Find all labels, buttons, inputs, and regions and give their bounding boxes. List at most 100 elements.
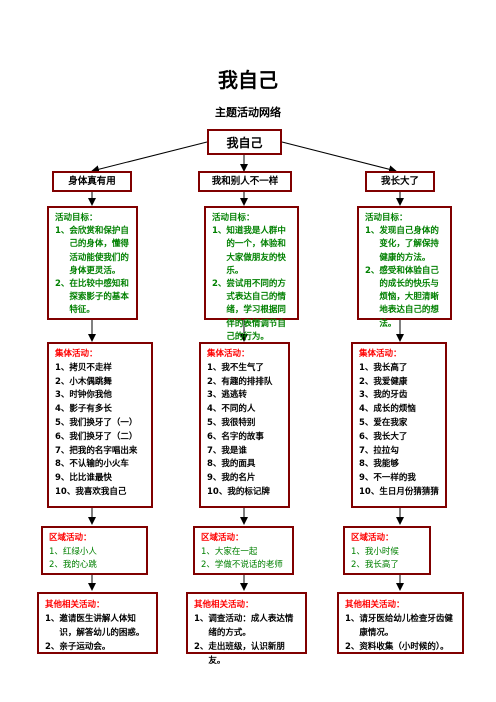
item-text: 我的面具 bbox=[221, 459, 256, 470]
item-number: 6、 bbox=[207, 431, 222, 442]
item-text: 逃逃转 bbox=[221, 390, 247, 401]
item-number: 5、 bbox=[55, 417, 70, 428]
other-activities-box-3: 其他相关活动： 1、请牙医给幼儿检查牙齿健康情况。2、资料收集（小时候的）。 bbox=[337, 592, 464, 654]
item-text: 我长大了 bbox=[373, 431, 408, 442]
list-item: 8、不认输的小火车 bbox=[55, 458, 145, 472]
goals-box-3: 活动目标： 1、发现自己身体的变化，了解保持健康的方法。2、感受和体验自己的成长… bbox=[357, 206, 452, 329]
item-number: 9、 bbox=[55, 473, 70, 484]
item-text: 在比较中感知和探索影子的基本特征。 bbox=[69, 279, 129, 316]
item-number: 2、 bbox=[351, 560, 365, 570]
area-heading: 区域活动： bbox=[201, 533, 244, 543]
item-text: 比比谁最快 bbox=[69, 473, 112, 484]
area-heading: 区域活动： bbox=[351, 533, 394, 543]
item-text: 有趣的排排队 bbox=[221, 376, 273, 387]
item-text: 把我的名字唱出来 bbox=[69, 445, 138, 456]
item-number: 5、 bbox=[359, 417, 374, 428]
list-item: 1、我小时候 bbox=[351, 546, 423, 560]
goals-box-2: 活动目标： 1、知道我是人群中的一个，体验和大家做朋友的快乐。2、尝试用不同的方… bbox=[204, 206, 299, 342]
item-number: 7、 bbox=[359, 445, 374, 456]
item-text: 学做不说话的老师 bbox=[214, 560, 283, 570]
list-item: 2、小木偶跳舞 bbox=[55, 376, 145, 390]
goals-list: 1、知道我是人群中的一个，体验和大家做朋友的快乐。2、尝试用不同的方式表达自己的… bbox=[212, 225, 291, 344]
item-number: 2、 bbox=[49, 560, 63, 570]
goals-heading: 活动目标： bbox=[212, 213, 255, 223]
item-text: 资料收集（小时候的）。 bbox=[359, 642, 449, 652]
item-text: 影子有多长 bbox=[69, 404, 112, 415]
item-text: 爱在我家 bbox=[373, 417, 408, 428]
item-text: 我很特别 bbox=[221, 417, 256, 428]
other-heading: 其他相关活动： bbox=[45, 600, 105, 610]
item-text: 我爱健康 bbox=[373, 376, 408, 387]
item-number: 10、 bbox=[359, 486, 380, 497]
item-number: 2、 bbox=[207, 376, 222, 387]
arrow-root-to-branch-1 bbox=[91, 141, 208, 174]
list-item: 2、走出班级，认识新朋友。 bbox=[194, 640, 299, 668]
list-item: 1、发现自己身体的变化，了解保持健康的方法。 bbox=[365, 225, 444, 265]
item-text: 邀请医生讲解人体知识，解答幼儿的困惑。 bbox=[59, 614, 145, 638]
list-item: 1、请牙医给幼儿检查牙齿健康情况。 bbox=[345, 612, 456, 640]
item-number: 1、 bbox=[359, 362, 374, 373]
item-text: 我的牙齿 bbox=[373, 390, 408, 401]
item-number: 1、 bbox=[49, 546, 63, 557]
goals-heading: 活动目标： bbox=[365, 213, 408, 223]
item-number: 2、 bbox=[212, 279, 227, 290]
item-number: 7、 bbox=[207, 445, 222, 456]
item-text: 我能够 bbox=[373, 459, 399, 470]
item-text: 我不生气了 bbox=[221, 362, 264, 373]
other-activities-box-1: 其他相关活动： 1、邀请医生讲解人体知识，解答幼儿的困惑。2、亲子运动会。 bbox=[37, 592, 158, 654]
item-number: 3、 bbox=[359, 390, 374, 401]
item-text: 尝试用不同的方式表达自己的情绪，学习根据同伴的表情调节自己的行为。 bbox=[226, 279, 286, 342]
list-item: 3、我的牙齿 bbox=[359, 389, 439, 403]
list-item: 3、逃逃转 bbox=[207, 389, 282, 403]
list-item: 1、我不生气了 bbox=[207, 362, 282, 376]
item-number: 3、 bbox=[55, 390, 70, 401]
list-item: 2、在比较中感知和探索影子的基本特征。 bbox=[55, 278, 130, 318]
other-list: 1、调查活动：成人表达情绪的方式。2、走出班级，认识新朋友。 bbox=[194, 612, 299, 668]
item-text: 我的标记牌 bbox=[227, 486, 270, 497]
root-node: 我自己 bbox=[207, 129, 282, 155]
item-text: 我的名片 bbox=[221, 473, 256, 484]
item-text: 大家在一起 bbox=[214, 546, 258, 557]
list-item: 1、邀请医生讲解人体知识，解答幼儿的困惑。 bbox=[45, 612, 150, 640]
other-list: 1、请牙医给幼儿检查牙齿健康情况。2、资料收集（小时候的）。 bbox=[345, 612, 456, 654]
list-item: 4、不同的人 bbox=[207, 403, 282, 417]
item-number: 4、 bbox=[359, 404, 374, 415]
item-text: 我小时候 bbox=[364, 546, 399, 557]
list-item: 6、名字的故事 bbox=[207, 431, 282, 445]
list-item: 8、我能够 bbox=[359, 458, 439, 472]
other-list: 1、邀请医生讲解人体知识，解答幼儿的困惑。2、亲子运动会。 bbox=[45, 612, 150, 654]
item-text: 调查活动：成人表达情绪的方式。 bbox=[208, 614, 294, 638]
item-text: 知道我是人群中的一个，体验和大家做朋友的快乐。 bbox=[226, 226, 286, 276]
item-text: 请牙医给幼儿检查牙齿健康情况。 bbox=[359, 614, 453, 638]
list-item: 2、资料收集（小时候的）。 bbox=[345, 640, 456, 654]
branch-node-3: 我长大了 bbox=[365, 171, 435, 192]
list-item: 9、我的名片 bbox=[207, 472, 282, 486]
item-text: 会欣赏和保护自己的身体，懂得活动能使我们的身体更灵活。 bbox=[69, 226, 129, 276]
item-text: 我们换牙了（一） bbox=[69, 417, 138, 428]
item-number: 1、 bbox=[201, 546, 215, 557]
list-item: 6、我们换牙了（二） bbox=[55, 431, 145, 445]
area-heading: 区域活动： bbox=[49, 533, 92, 543]
list-item: 1、会欣赏和保护自己的身体，懂得活动能使我们的身体更灵活。 bbox=[55, 225, 130, 278]
list-item: 10、我的标记牌 bbox=[207, 486, 282, 500]
item-number: 10、 bbox=[207, 486, 228, 497]
item-number: 6、 bbox=[55, 431, 70, 442]
list-item: 4、影子有多长 bbox=[55, 403, 145, 417]
item-number: 4、 bbox=[207, 404, 222, 415]
page-subtitle: 主题活动网络 bbox=[215, 106, 281, 119]
list-item: 3、时钟你我他 bbox=[55, 389, 145, 403]
list-item: 1、大家在一起 bbox=[201, 546, 286, 560]
item-number: 1、 bbox=[45, 614, 60, 624]
item-text: 不一样的我 bbox=[373, 473, 416, 484]
item-text: 发现自己身体的变化，了解保持健康的方法。 bbox=[379, 226, 439, 263]
list-item: 7、我是谁 bbox=[207, 445, 282, 459]
item-text: 生日月份猜猜猜 bbox=[379, 486, 439, 497]
